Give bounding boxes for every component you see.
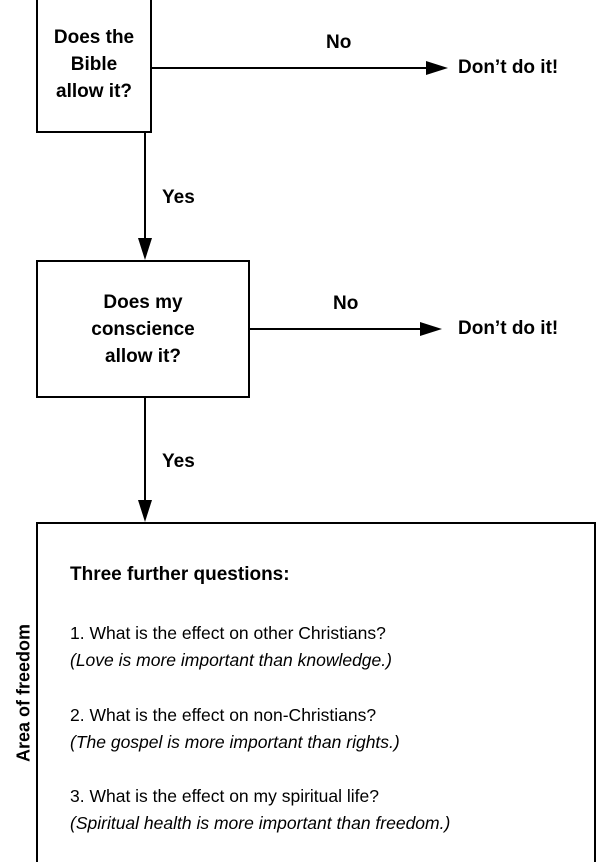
edge-label-bible-yes: Yes xyxy=(162,187,195,208)
further-question-2-note: (The gospel is more important than right… xyxy=(70,732,400,752)
outcome-bible-no: Don’t do it! xyxy=(458,57,559,78)
edge-label-conscience-yes: Yes xyxy=(162,451,195,472)
decision-bible-line-1: Does the Bible xyxy=(53,27,135,75)
further-question-1: 1. What is the effect on other Christian… xyxy=(70,620,392,674)
further-question-3-text: 3. What is the effect on my spiritual li… xyxy=(70,786,379,806)
further-question-1-note: (Love is more important than knowledge.) xyxy=(70,650,392,670)
arrowhead-conscience-yes xyxy=(138,500,152,522)
decision-conscience-text: Does my conscience allow it? xyxy=(91,289,195,370)
decision-bible-text: Does the Bible allow it? xyxy=(38,24,150,105)
further-questions-box: Three further questions: 1. What is the … xyxy=(36,522,596,862)
edge-label-bible-no: No xyxy=(326,32,352,53)
decision-conscience: Does my conscience allow it? xyxy=(36,260,250,398)
further-questions-title: Three further questions: xyxy=(70,564,290,585)
arrowhead-bible-no xyxy=(426,61,448,75)
decision-conscience-line-2: conscience xyxy=(91,318,195,340)
outcome-conscience-no: Don’t do it! xyxy=(458,318,559,339)
edge-label-conscience-no: No xyxy=(333,293,359,314)
arrowhead-conscience-no xyxy=(420,322,442,336)
arrowhead-bible-yes xyxy=(138,238,152,260)
area-of-freedom-label: Area of freedom xyxy=(13,623,34,763)
further-question-1-text: 1. What is the effect on other Christian… xyxy=(70,623,386,643)
further-question-2: 2. What is the effect on non-Christians?… xyxy=(70,702,400,756)
decision-conscience-line-3: allow it? xyxy=(105,345,181,367)
decision-bible-wide xyxy=(36,0,252,133)
further-question-3-note: (Spiritual health is more important than… xyxy=(70,813,451,833)
decision-bible: Does the Bible allow it? xyxy=(36,0,152,133)
decision-bible-line-2: allow it? xyxy=(56,81,132,102)
further-question-3: 3. What is the effect on my spiritual li… xyxy=(70,783,450,837)
further-question-2-text: 2. What is the effect on non-Christians? xyxy=(70,705,377,725)
decision-conscience-line-1: Does my xyxy=(103,291,183,313)
